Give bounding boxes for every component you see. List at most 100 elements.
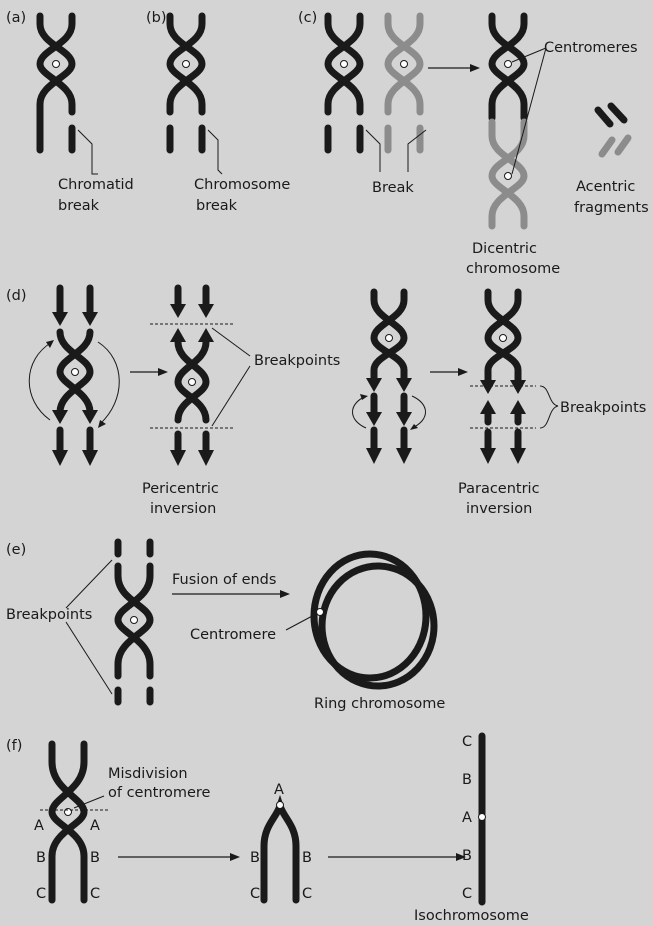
letter-c-mid-right: C <box>302 886 312 902</box>
arrowhead <box>170 450 186 466</box>
arrowhead <box>366 378 382 392</box>
arrow-d1-head <box>158 368 168 376</box>
paracentric-before <box>353 292 426 464</box>
half-chromosome-f <box>264 802 296 901</box>
acentric-fragments <box>598 106 628 154</box>
break-label: Break <box>372 180 414 196</box>
centromere <box>72 369 79 376</box>
leader-centromeres-2 <box>512 48 546 174</box>
panel-a: (a) Chromatid break <box>6 10 134 214</box>
leader-line-a <box>78 130 98 174</box>
centromere <box>189 379 196 386</box>
chromosome-b <box>170 16 202 150</box>
arrowhead <box>480 448 496 464</box>
centromere-1 <box>505 61 512 68</box>
letter-b-mid-right: B <box>302 850 312 866</box>
chromosome-a <box>40 16 72 150</box>
centromere <box>341 61 348 68</box>
fragment-grey-1 <box>602 140 612 154</box>
breakpoints-label-e: Breakpoints <box>6 607 92 623</box>
letter-b-right: B <box>90 850 100 866</box>
rotation-arc-left <box>29 342 52 420</box>
dicentric-label-2: chromosome <box>466 261 560 277</box>
centromere <box>183 61 190 68</box>
dicentric-chromosome <box>492 16 524 226</box>
arrowhead <box>82 410 98 424</box>
centromeres-label: Centromeres <box>544 40 638 56</box>
panel-e-label: (e) <box>6 542 26 558</box>
letter-c-iso-top: C <box>462 734 472 750</box>
rotation-arc-right <box>98 342 119 424</box>
acentric-label-1: Acentric <box>576 179 635 195</box>
letter-c-mid-left: C <box>250 886 260 902</box>
centromere <box>317 609 324 616</box>
arrowhead <box>510 380 526 394</box>
fragment-black-2 <box>611 106 624 120</box>
fragment-black-1 <box>598 110 610 124</box>
arrowhead <box>198 304 214 318</box>
arrowhead <box>366 448 382 464</box>
centromere <box>479 814 486 821</box>
panel-b-label: (b) <box>146 10 167 26</box>
arrowhead <box>170 304 186 318</box>
panel-f-label: (f) <box>6 738 22 754</box>
centromere <box>401 61 408 68</box>
rotation-arc-right <box>412 396 426 428</box>
arrow-c-head <box>470 64 480 72</box>
arrowhead <box>52 450 68 466</box>
centromere-2 <box>505 173 512 180</box>
letter-b-mid-left: B <box>250 850 260 866</box>
leader-line-break-1 <box>366 130 380 172</box>
isochromosome <box>479 736 486 902</box>
chromosome-c-grey <box>388 16 420 150</box>
arrow-e-head <box>280 590 290 598</box>
panel-e: (e) Breakpoints Fusion of ends Centromer… <box>6 542 445 712</box>
ring-label: Ring chromosome <box>314 696 445 712</box>
arrowhead <box>82 450 98 466</box>
arrowhead <box>396 448 412 464</box>
misdivision-label-2: of centromere <box>108 785 211 801</box>
letter-a-left: A <box>34 818 44 834</box>
arc-head <box>46 340 54 348</box>
paracentric-after <box>470 292 536 464</box>
pericentric-label-1: Pericentric <box>142 481 219 497</box>
panel-c: (c) Break <box>298 10 649 277</box>
arrowhead <box>52 410 68 424</box>
letter-a-right: A <box>90 818 100 834</box>
panel-c-label: (c) <box>298 10 317 26</box>
fusion-label: Fusion of ends <box>172 572 276 588</box>
caption-a-2: break <box>58 198 100 214</box>
arrow-f1-head <box>230 853 240 861</box>
leader-breakpoints-bottom <box>66 622 112 694</box>
acentric-label-2: fragments <box>574 200 649 216</box>
chromosome-e <box>118 542 150 702</box>
ring-inner <box>322 566 434 686</box>
arrowhead <box>198 450 214 466</box>
centromere-label-e: Centromere <box>190 627 276 643</box>
arc-head <box>98 420 106 428</box>
caption-b-2: break <box>196 198 238 214</box>
fragment-grey-2 <box>618 138 628 152</box>
caption-b-1: Chromosome <box>194 177 290 193</box>
letter-b-left: B <box>36 850 46 866</box>
pericentric-label-2: inversion <box>150 501 216 517</box>
letter-b-iso-top: B <box>462 772 472 788</box>
centromere <box>277 802 284 809</box>
arrowhead <box>480 380 496 394</box>
arrowhead <box>52 312 68 326</box>
leader-breakpoints-top <box>212 328 250 356</box>
arms <box>264 806 296 900</box>
letter-c-left: C <box>36 886 46 902</box>
breakpoints-label-para: Breakpoints <box>560 400 646 416</box>
chromosome-c-black <box>328 16 360 150</box>
arrowhead <box>366 412 382 426</box>
arrow-d2-head <box>458 368 468 376</box>
panel-d: (d) <box>6 288 646 517</box>
letter-b-iso-bottom: B <box>462 848 472 864</box>
letter-a-iso: A <box>462 810 472 826</box>
leader-breakpoints-bottom <box>212 366 250 426</box>
arrowhead <box>396 412 412 426</box>
leader-breakpoints-top <box>66 560 112 608</box>
panel-f: (f) Misdivision of centromere A A B B C … <box>6 734 529 924</box>
ring-chromosome <box>314 554 434 686</box>
